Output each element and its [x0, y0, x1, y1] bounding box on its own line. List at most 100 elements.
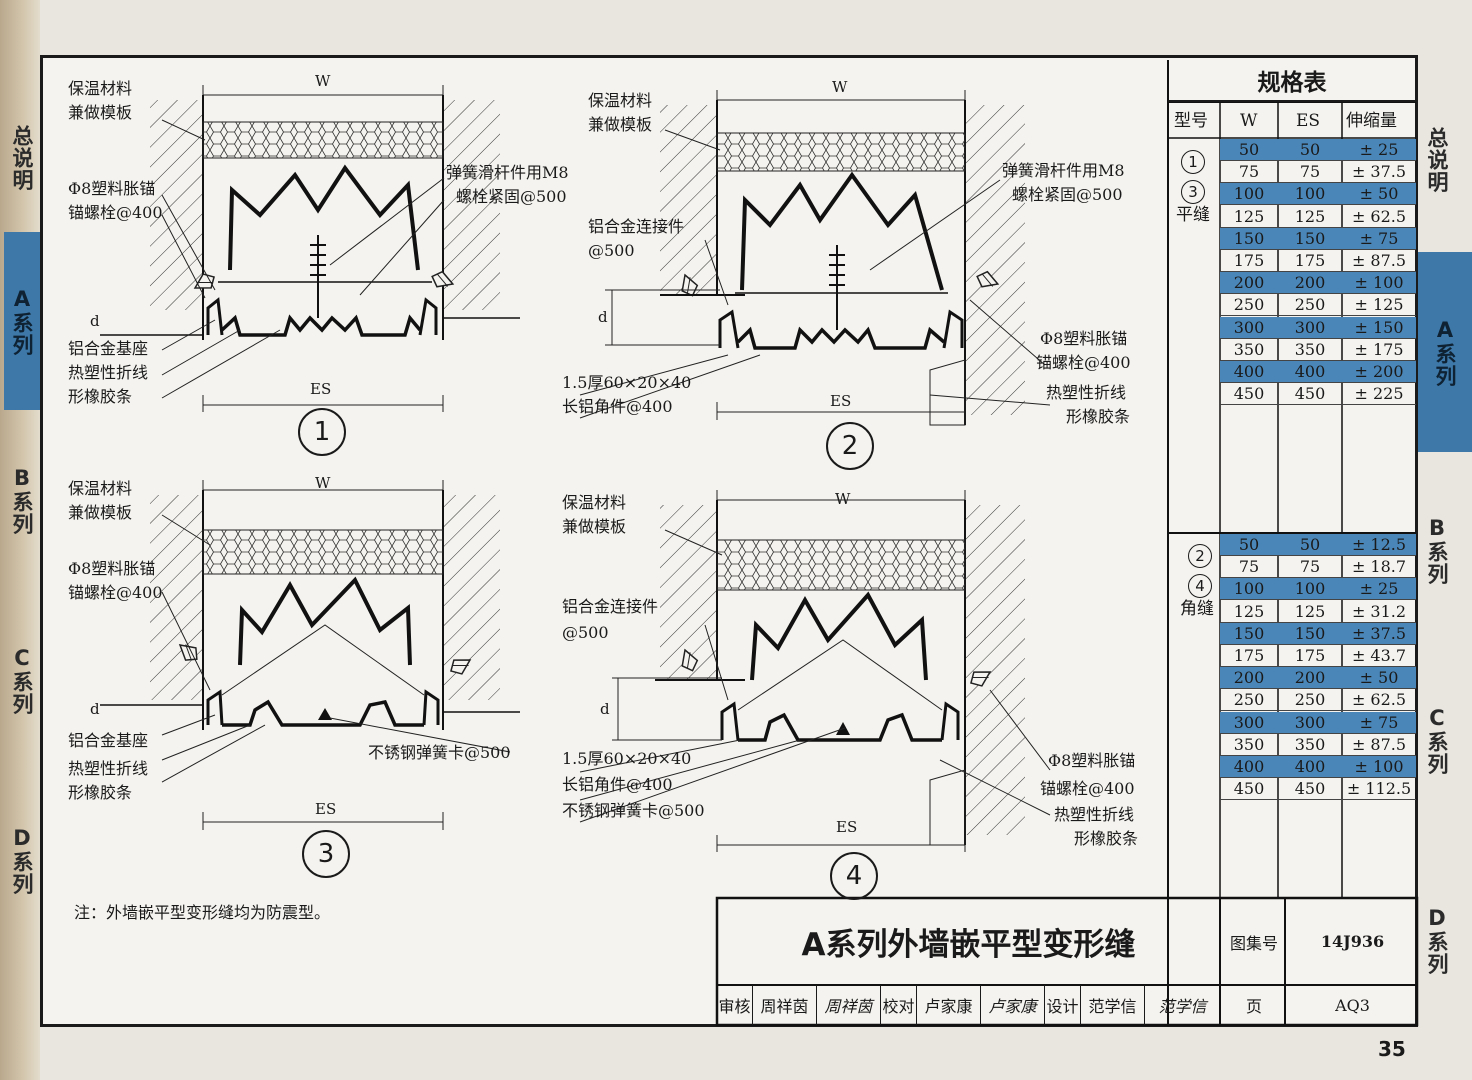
group2-cell: 400 [1220, 756, 1278, 778]
d2-dim-es: ES [830, 392, 852, 410]
right-tab-b-series[interactable]: B系列 [1425, 515, 1449, 585]
d1-label-base: 铝合金基座 [68, 339, 149, 358]
d3-label-clip: 不锈钢弹簧卡@500 [368, 743, 511, 762]
group2-cell: ± 43.7 [1342, 645, 1416, 667]
d4-dim-w: W [835, 490, 851, 508]
group1-cell: 125 [1220, 206, 1278, 228]
group2-cell: ± 25 [1342, 578, 1416, 601]
d4-dim-es: ES [836, 818, 858, 836]
d3-label-rubber-1: 热塑性折线 [68, 759, 149, 778]
group1-cell: ± 125 [1342, 294, 1416, 317]
d3-label-base: 铝合金基座 [68, 731, 149, 750]
group1-cell: ± 175 [1342, 339, 1416, 361]
role-check: 校对 [881, 985, 917, 1025]
left-tab-c-series[interactable]: C系列 [10, 645, 34, 715]
d2-label-angle: 长铝角件@400 [562, 397, 673, 416]
group2-mark-2: 2 [1188, 544, 1212, 568]
group1-cell: 200 [1220, 272, 1278, 295]
role-design: 设计 [1045, 985, 1081, 1025]
d3-label-rubber-2: 形橡胶条 [68, 783, 133, 802]
d2-label-angle-size: 1.5厚60×20×40 [562, 373, 692, 392]
group1-cell: ± 225 [1342, 383, 1416, 406]
group1-cell: ± 100 [1342, 272, 1416, 295]
group2-cell: 150 [1220, 622, 1278, 645]
group2-cell: 50 [1278, 534, 1342, 556]
d1-dim-es: ES [310, 380, 332, 398]
group1-cell: 150 [1220, 227, 1278, 250]
spec-table: 规格表 [1168, 60, 1416, 102]
left-tab-d-series[interactable]: D系列 [10, 825, 34, 895]
name-design: 范学信 [1081, 985, 1145, 1025]
group2-cell: 350 [1220, 734, 1278, 756]
d1-label-insulation: 保温材料 [68, 79, 133, 98]
group1-type: 平缝 [1176, 205, 1210, 225]
spec-header-es: ES [1296, 111, 1321, 131]
d3-label-formwork: 兼做模板 [68, 503, 133, 522]
group2-cell: 450 [1220, 778, 1278, 801]
d3-label-anchor: Φ8塑料胀锚 [68, 559, 156, 578]
d4-label-formwork: 兼做模板 [562, 517, 627, 536]
group1-cell: 50 [1220, 139, 1278, 161]
group1-cell: 150 [1278, 227, 1342, 250]
left-tab-general[interactable]: 总说明 [10, 124, 34, 191]
group1-cell: ± 75 [1342, 227, 1416, 250]
d3-dim-es: ES [315, 800, 337, 818]
group1-cell: 450 [1278, 383, 1342, 406]
title-block: A系列外墙嵌平型变形缝 图集号 14J936 页 AQ3 审核 周祥茵 周祥茵 … [717, 898, 1417, 1025]
group2-cell: 175 [1220, 645, 1278, 667]
d3-dim-w: W [315, 474, 331, 492]
d1-dim-w: W [315, 72, 331, 90]
group2-cell: 75 [1220, 556, 1278, 579]
d4-number-circle: 4 [830, 852, 878, 900]
group1-cell: 250 [1278, 294, 1342, 317]
group1-cell: 400 [1278, 361, 1342, 383]
group2-cell: 125 [1220, 601, 1278, 623]
d2-dim-d: d [598, 308, 608, 326]
d3-number-circle: 3 [302, 830, 350, 878]
right-tab-c-series[interactable]: C系列 [1425, 705, 1449, 775]
sign-review: 周祥茵 [817, 985, 881, 1025]
page-number: 35 [1378, 1037, 1406, 1061]
page-label: 页 [1245, 997, 1262, 1016]
title-block-frame [715, 896, 1419, 1027]
group2-cell: ± 100 [1342, 756, 1416, 778]
spec-table-title: 规格表 [1168, 60, 1416, 102]
d2-label-rubber-2: 形橡胶条 [1066, 407, 1131, 426]
group2-cell: ± 62.5 [1342, 689, 1416, 712]
group1-cell: 100 [1220, 183, 1278, 206]
group2-cell: 250 [1278, 689, 1342, 712]
group2-cell: 300 [1278, 711, 1342, 734]
right-tab-d-series[interactable]: D系列 [1425, 905, 1449, 975]
right-tab-a-series[interactable]: A系列 [1418, 252, 1472, 452]
d4-label-clip: 不锈钢弹簧卡@500 [562, 801, 705, 820]
group1-cell: 125 [1278, 206, 1342, 228]
group1-cell: ± 62.5 [1342, 206, 1416, 228]
group2-cell: ± 37.5 [1342, 622, 1416, 645]
detail-3-drawing [100, 480, 520, 830]
group1-cell: ± 200 [1342, 361, 1416, 383]
d2-number-circle: 2 [826, 422, 874, 470]
group1-cell: 75 [1278, 161, 1342, 184]
d2-label-connector: 铝合金连接件 [588, 217, 685, 236]
sign-check: 卢家康 [981, 985, 1045, 1025]
right-tab-general[interactable]: 总说明 [1425, 127, 1449, 193]
d4-label-angle-size: 1.5厚60×20×40 [562, 749, 692, 768]
group2-cell: 200 [1278, 667, 1342, 690]
group2-type: 角缝 [1180, 599, 1214, 619]
role-review: 审核 [717, 985, 753, 1025]
d1-label-rubber-2: 形橡胶条 [68, 387, 133, 406]
group2-cell: 300 [1220, 711, 1278, 734]
d1-dim-d: d [90, 312, 100, 330]
group2-cell: 350 [1278, 734, 1342, 756]
drawing-title: A系列外墙嵌平型变形缝 [801, 927, 1136, 963]
group2-cell: 175 [1278, 645, 1342, 667]
group2-cell: ± 112.5 [1342, 778, 1416, 801]
d3-label-insulation: 保温材料 [68, 479, 133, 498]
left-tab-b-series[interactable]: B系列 [10, 465, 34, 535]
left-tab-a-series[interactable]: A系列 [4, 232, 40, 410]
group1-cell: 300 [1278, 316, 1342, 339]
group1-cell: 400 [1220, 361, 1278, 383]
d2-label-formwork: 兼做模板 [588, 115, 653, 134]
group1-cell: 300 [1220, 316, 1278, 339]
